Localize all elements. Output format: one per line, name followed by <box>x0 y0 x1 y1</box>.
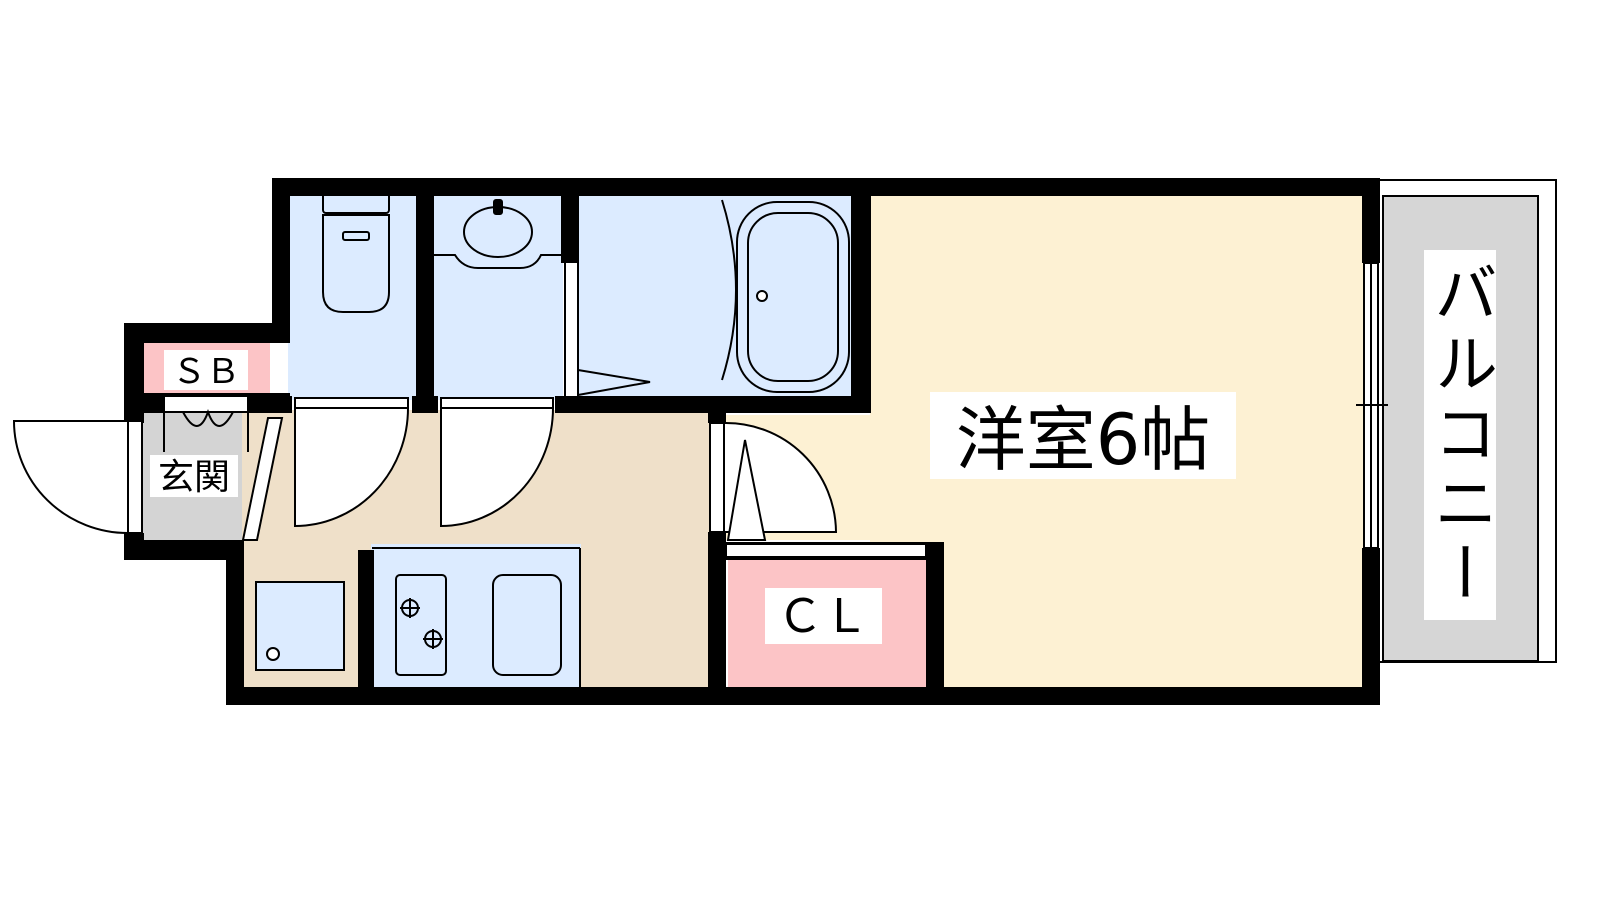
western-room-label: 洋室6帖 <box>956 399 1211 481</box>
toilet-icon <box>322 192 390 313</box>
walls <box>124 178 1380 705</box>
washbasin-icon <box>433 199 563 269</box>
entrance-label: 玄関 <box>158 457 230 498</box>
balcony-window <box>1356 262 1388 549</box>
balcony-label: バルコニー <box>1423 260 1497 610</box>
room-labels: 洋室6帖 ＣＬ ＳＢ 玄関 バルコニー <box>150 250 1497 644</box>
closet-label: ＣＬ <box>777 589 869 643</box>
door-swing-icon <box>12 395 927 558</box>
shoe-box-label: ＳＢ <box>172 352 240 392</box>
entrance-step-icon <box>163 409 249 452</box>
washer-pan-icon <box>255 581 345 671</box>
stove-icon <box>395 574 447 676</box>
bathtub-icon <box>736 201 850 393</box>
sink-icon <box>492 574 562 676</box>
